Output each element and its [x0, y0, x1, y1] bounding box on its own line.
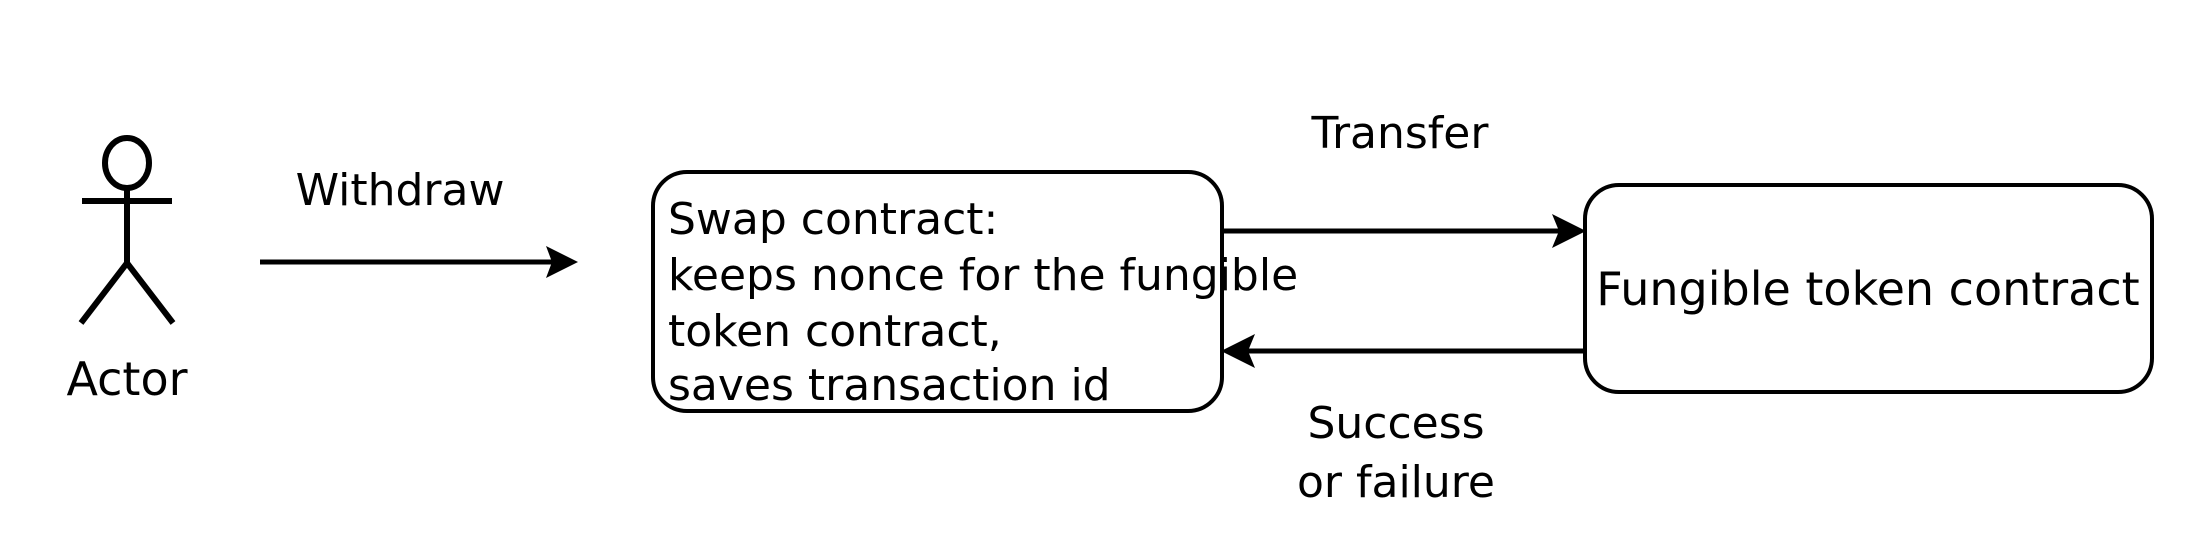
node-swap-contract-line-2: keeps nonce for the fungible — [668, 250, 1298, 301]
node-swap-contract-box — [651, 170, 1224, 413]
edge-success-or-failure[interactable]: Success or failure — [1221, 334, 1585, 508]
edge-success-or-failure-label-line-2: or failure — [1297, 457, 1495, 508]
edge-transfer[interactable]: Transfer — [1222, 108, 1586, 248]
actor-node[interactable]: Actor — [66, 135, 188, 406]
node-swap-contract-line-3: token contract, — [668, 306, 1002, 357]
stick-figure-left-leg-icon — [78, 261, 130, 325]
node-fungible-token-contract-label: Fungible token contract — [1596, 262, 2139, 316]
node-swap-contract[interactable]: Swap contract: keeps nonce for the fungi… — [651, 170, 1298, 413]
node-fungible-token-contract[interactable]: Fungible token contract — [1583, 183, 2154, 394]
actor-label: Actor — [66, 352, 187, 406]
edge-transfer-arrowhead-icon — [1552, 214, 1586, 248]
edge-withdraw-arrowhead-icon — [546, 246, 578, 278]
edge-success-or-failure-arrowhead-icon — [1221, 334, 1255, 368]
edge-withdraw[interactable]: Withdraw — [260, 165, 578, 278]
node-swap-contract-line-4: saves transaction id — [668, 360, 1111, 411]
edge-success-or-failure-label-line-1: Success — [1307, 398, 1484, 449]
node-fungible-token-contract-box — [1583, 183, 2154, 394]
stick-figure-head-icon — [102, 135, 152, 191]
stick-figure-right-leg-icon — [124, 261, 176, 325]
edge-withdraw-label: Withdraw — [296, 165, 505, 216]
edge-transfer-label: Transfer — [1311, 108, 1490, 159]
node-swap-contract-line-1: Swap contract: — [668, 194, 998, 245]
